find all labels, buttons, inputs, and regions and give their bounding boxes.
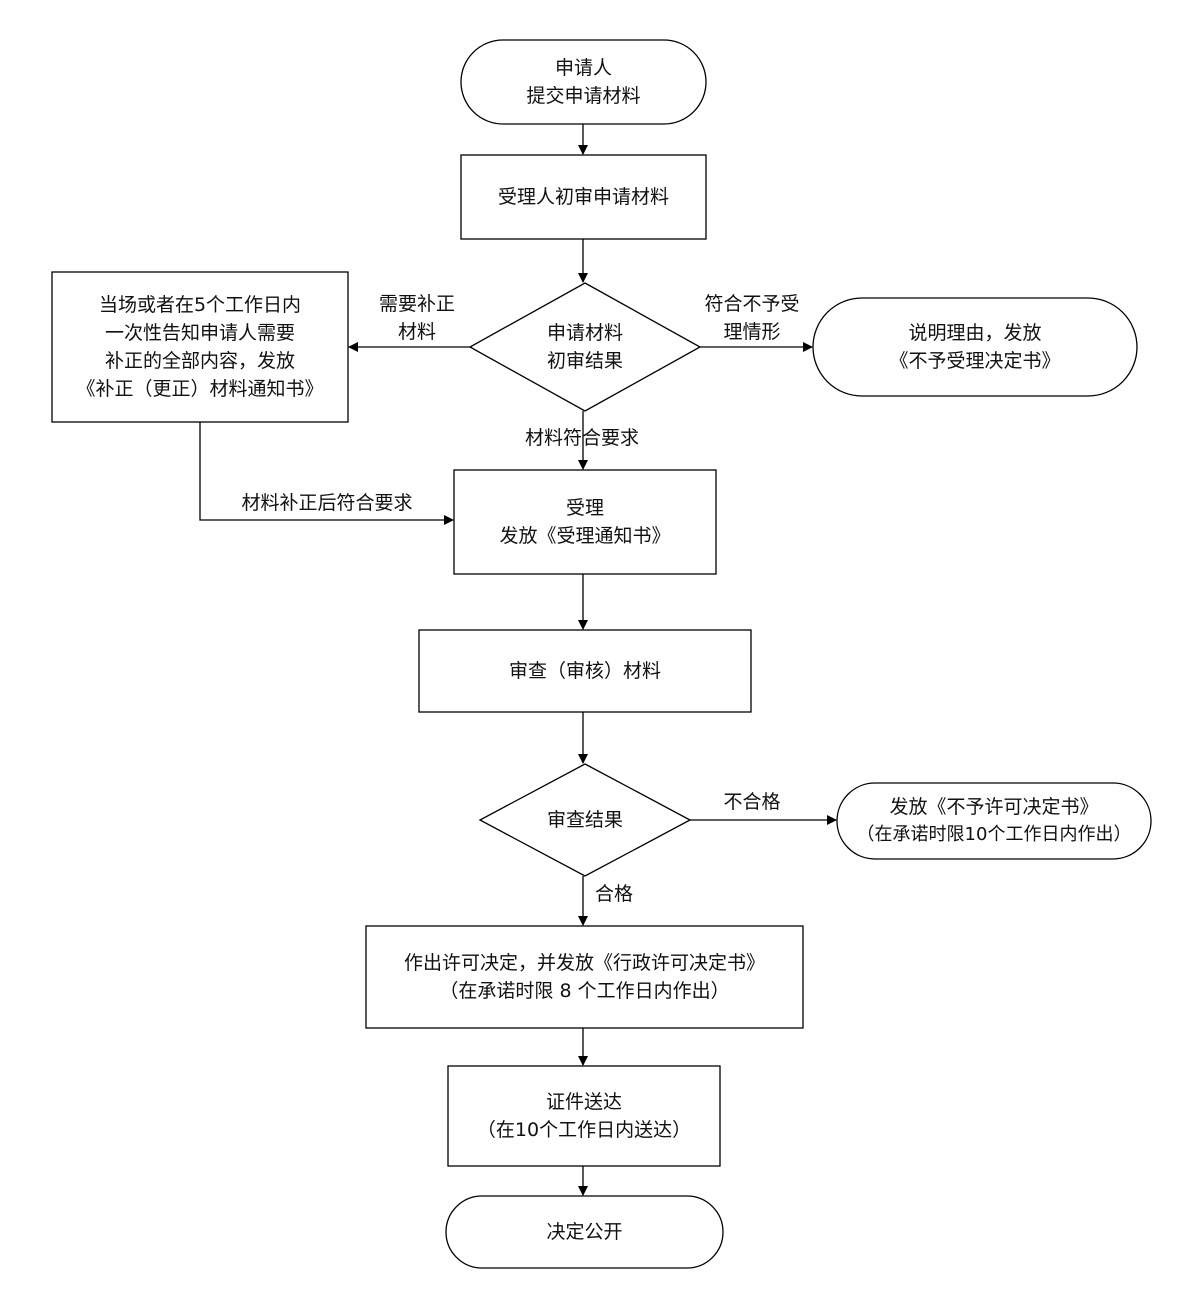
examine-box: 审查（审核）材料: [419, 630, 751, 712]
grant-permit-line-1: 作出许可决定，并发放《行政许可决定书》: [403, 952, 765, 974]
accept-box: 受理 发放《受理通知书》: [454, 470, 716, 574]
start-line-2: 提交申请材料: [526, 85, 641, 107]
delivery-box: 证件送达 （在10个工作日内送达）: [448, 1066, 720, 1166]
start-line-1: 申请人: [554, 57, 612, 79]
accept-box-shape: [453, 469, 717, 575]
supplement-line-3: 补正的全部内容，发放: [104, 350, 295, 372]
reject-accept-line-2: 《不予受理决定书》: [889, 350, 1061, 372]
label-meets-no-accept-line-2: 理情形: [723, 321, 781, 343]
deny-permit-line-2: （在承诺时限10个工作日内作出）: [856, 824, 1132, 845]
deny-permit-line-1: 发放《不予许可决定书》: [889, 796, 1099, 818]
edge-supplement-to-accept: [199, 422, 454, 525]
deny-permit-terminal: 发放《不予许可决定书》 （在承诺时限10个工作日内作出）: [837, 783, 1151, 859]
supplement-line-1: 当场或者在5个工作日内: [98, 294, 302, 316]
reject-accept-terminal-shape: [812, 297, 1138, 397]
supplement-line-4: 《补正（更正）材料通知书》: [76, 378, 324, 400]
supplement-notice-box: 当场或者在5个工作日内 一次性告知申请人需要 补正的全部内容，发放 《补正（更正…: [52, 272, 348, 422]
label-after-supplement: 材料补正后符合要求: [241, 492, 413, 514]
reject-accept-terminal: 说明理由，发放 《不予受理决定书》: [813, 298, 1137, 396]
reject-accept-line-1: 说明理由，发放: [908, 322, 1042, 344]
delivery-box-shape: [447, 1065, 721, 1167]
supplement-line-2: 一次性告知申请人需要: [104, 322, 295, 344]
publish-label: 决定公开: [546, 1221, 623, 1243]
exam-result-diamond-shape: [478, 763, 692, 877]
examine-box-shape: [418, 629, 752, 713]
accept-line-2: 发放《受理通知书》: [499, 525, 671, 547]
exam-result-diamond: 审查结果: [480, 764, 690, 876]
publish-terminal-shape: [445, 1195, 724, 1269]
label-qualified: 合格: [594, 883, 633, 905]
publish-terminal: 决定公开: [446, 1196, 723, 1268]
accept-line-1: 受理: [565, 497, 604, 519]
deny-permit-terminal-shape: [836, 782, 1152, 860]
initial-review-box: 受理人初审申请材料: [461, 155, 706, 239]
initial-review-label: 受理人初审申请材料: [497, 186, 669, 208]
label-needs-supplement-line-2: 材料: [397, 321, 436, 343]
review-result-diamond: 申请材料 初审结果: [470, 283, 700, 411]
label-meets-no-accept-line-1: 符合不予受: [704, 293, 800, 315]
exam-result-label: 审查结果: [546, 809, 623, 831]
review-result-diamond-shape: [468, 282, 702, 412]
label-meets-requirements: 材料符合要求: [524, 427, 639, 449]
label-needs-supplement: 需要补正 材料: [362, 290, 472, 346]
label-needs-supplement-line-1: 需要补正: [378, 293, 455, 315]
delivery-line-2: （在10个工作日内送达）: [476, 1119, 692, 1141]
review-result-line-1: 申请材料: [546, 322, 623, 344]
grant-permit-line-2: （在承诺时限 8 个工作日内作出）: [439, 980, 730, 1002]
label-unqualified: 不合格: [723, 791, 781, 813]
grant-permit-box: 作出许可决定，并发放《行政许可决定书》 （在承诺时限 8 个工作日内作出）: [366, 926, 803, 1028]
examine-label: 审查（审核）材料: [508, 660, 661, 682]
start-terminal: 申请人 提交申请材料: [461, 40, 706, 124]
delivery-line-1: 证件送达: [545, 1091, 622, 1113]
review-result-line-2: 初审结果: [546, 350, 623, 372]
label-meets-no-accept: 符合不予受 理情形: [692, 290, 812, 346]
grant-permit-box-shape: [365, 925, 804, 1029]
